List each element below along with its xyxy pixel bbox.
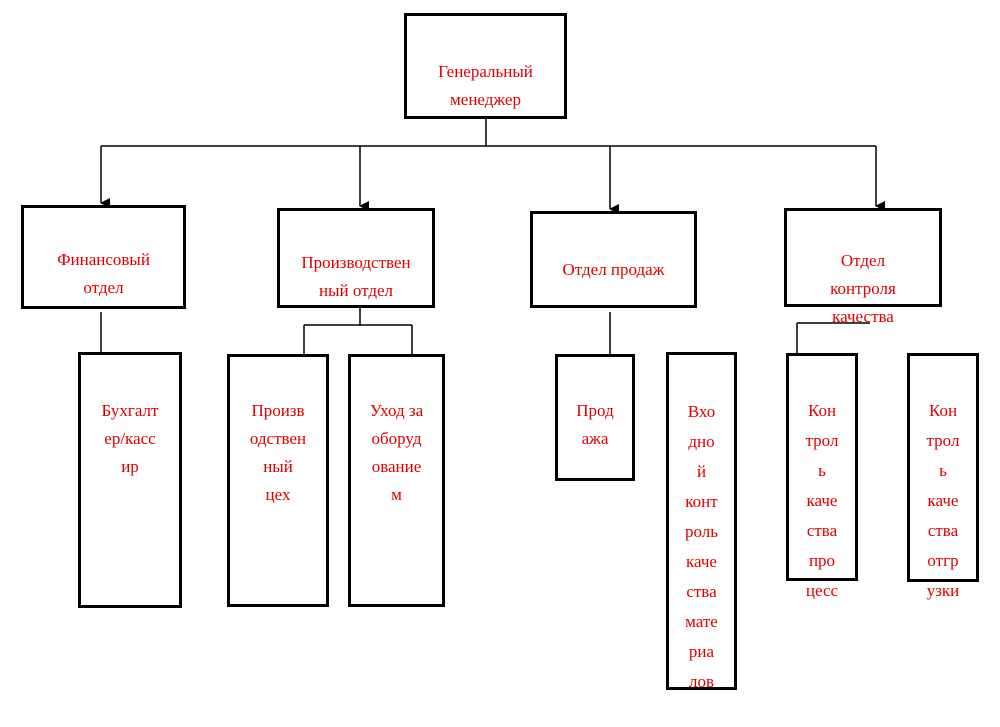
- production-shop-box: Произв одствен ный цех: [227, 354, 329, 607]
- sales-department-box: Отдел продаж: [530, 211, 697, 308]
- process-control-label: Кон трол ь каче ства про цесс: [805, 401, 839, 600]
- accountant-label: Бухгалт ер/касс ир: [101, 401, 159, 476]
- shipment-control-box: Кон трол ь каче ства отгр узки: [907, 353, 979, 600]
- connector-lines: [100, 119, 885, 354]
- quality-department-label: Отдел контроля качества: [830, 251, 896, 326]
- equipment-care-box: Уход за оборуд ование м: [348, 354, 445, 607]
- production-department-label: Производствен ный отдел: [301, 253, 411, 300]
- sales-unit-box: Прод ажа: [555, 354, 635, 481]
- sales-department-label: Отдел продаж: [562, 260, 665, 279]
- general-manager-box: Генеральный менеджер: [404, 13, 567, 119]
- sales-unit-label: Прод ажа: [576, 401, 614, 448]
- production-department-box: Производствен ный отдел: [277, 208, 435, 308]
- org-chart: Генеральный менеджер Финансовый отдел Пр…: [21, 13, 979, 691]
- general-manager-label: Генеральный менеджер: [438, 62, 533, 109]
- accountant-box: Бухгалт ер/касс ир: [78, 352, 182, 608]
- incoming-control-label: Вхо дно й конт роль каче ства мате риа л…: [684, 402, 718, 691]
- shipment-control-label: Кон трол ь каче ства отгр узки: [926, 401, 960, 600]
- finance-department-label: Финансовый отдел: [57, 250, 150, 297]
- process-control-box: Кон трол ь каче ства про цесс: [786, 353, 858, 600]
- production-shop-label: Произв одствен ный цех: [249, 401, 307, 504]
- finance-department-box: Финансовый отдел: [21, 205, 186, 309]
- quality-department-box: Отдел контроля качества: [784, 208, 942, 326]
- incoming-control-box: Вхо дно й конт роль каче ства мате риа л…: [666, 352, 737, 691]
- equipment-care-label: Уход за оборуд ование м: [369, 401, 424, 504]
